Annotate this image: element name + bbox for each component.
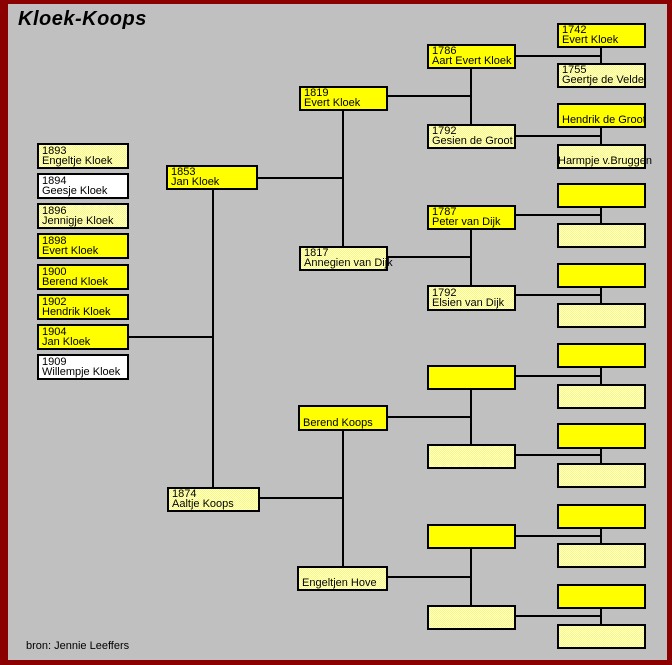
- person-box-berend-koops[interactable]: Berend Koops: [298, 405, 388, 431]
- person-box-geesje-kloek-1894[interactable]: 1894 Geesje Kloek: [37, 173, 129, 199]
- birth-year: 1792: [432, 287, 457, 299]
- birth-year: 1900: [42, 266, 67, 278]
- person-box-geertje-de-velde-1755[interactable]: 1755 Geertje de Velde: [557, 63, 646, 88]
- birth-year: 1817: [304, 247, 329, 259]
- connector-line: [258, 177, 344, 179]
- person-box-unknown[interactable]: [427, 524, 516, 549]
- person-box-unknown[interactable]: [557, 183, 646, 208]
- person-box-aart-evert-kloek-1786[interactable]: 1786 Aart Evert Kloek: [427, 44, 516, 69]
- person-box-jan-kloek-1904[interactable]: 1904 Jan Kloek: [37, 324, 129, 350]
- birth-year: 1894: [42, 175, 67, 187]
- person-name: Geertje de Velde: [562, 74, 644, 86]
- person-name: Hendrik de Groot: [562, 114, 646, 126]
- person-box-unknown[interactable]: [557, 423, 646, 449]
- person-name: Evert Kloek: [562, 34, 619, 46]
- person-name: Harmpje v.Bruggen: [558, 155, 652, 167]
- person-box-jennigje-kloek-1896[interactable]: 1896 Jennigje Kloek: [37, 203, 129, 229]
- birth-year: 1909: [42, 356, 67, 368]
- person-box-unknown[interactable]: [557, 263, 646, 288]
- person-name: Jennigje Kloek: [42, 215, 114, 227]
- connector-line: [388, 416, 472, 418]
- person-name: Willempje Kloek: [42, 366, 121, 378]
- connector-line: [129, 336, 213, 338]
- person-box-unknown[interactable]: [557, 543, 646, 568]
- person-name: Elsien van Dijk: [432, 297, 505, 309]
- person-name: Peter van Dijk: [432, 216, 501, 228]
- person-box-unknown[interactable]: [557, 624, 646, 649]
- person-box-berend-kloek-1900[interactable]: 1900 Berend Kloek: [37, 264, 129, 290]
- person-box-unknown[interactable]: [557, 343, 646, 368]
- connector-line: [516, 454, 602, 456]
- person-box-evert-kloek-1819[interactable]: 1819 Evert Kloek: [299, 86, 388, 111]
- person-box-gesien-de-groot-1792[interactable]: 1792 Gesien de Groot: [427, 124, 516, 149]
- person-name: Aart Evert Kloek: [432, 55, 512, 67]
- birth-year: 1787: [432, 206, 457, 218]
- person-box-unknown[interactable]: [557, 223, 646, 248]
- connector-line: [600, 449, 602, 463]
- person-box-jan-kloek-1853[interactable]: 1853 Jan Kloek: [166, 165, 258, 190]
- birth-year: 1792: [432, 125, 457, 137]
- person-box-unknown[interactable]: [557, 463, 646, 488]
- person-box-hendrik-kloek-1902[interactable]: 1902 Hendrik Kloek: [37, 294, 129, 320]
- birth-year: 1904: [42, 326, 67, 338]
- person-box-evert-kloek-1898[interactable]: 1898 Evert Kloek: [37, 233, 129, 259]
- person-box-unknown[interactable]: [427, 444, 516, 469]
- person-name: Evert Kloek: [304, 97, 361, 109]
- birth-year: 1786: [432, 45, 457, 57]
- connector-line: [388, 576, 472, 578]
- person-box-hendrik-de-groot[interactable]: Hendrik de Groot: [557, 103, 646, 128]
- birth-year: 1896: [42, 205, 67, 217]
- person-box-willempje-kloek-1909[interactable]: 1909 Willempje Kloek: [37, 354, 129, 380]
- connector-line: [259, 497, 344, 499]
- birth-year: 1853: [171, 166, 196, 178]
- person-box-evert-kloek-1742[interactable]: 1742 Evert Kloek: [557, 23, 646, 48]
- connector-line: [388, 256, 472, 258]
- connector-line: [516, 375, 602, 377]
- birth-year: 1742: [562, 24, 587, 36]
- person-box-unknown[interactable]: [557, 584, 646, 609]
- person-box-elsien-van-dijk-1792[interactable]: 1792 Elsien van Dijk: [427, 285, 516, 311]
- person-name: Berend Kloek: [42, 276, 109, 288]
- connector-line: [388, 95, 472, 97]
- person-box-peter-van-dijk-1787[interactable]: 1787 Peter van Dijk: [427, 205, 516, 230]
- person-box-engeltjen-hove[interactable]: Engeltjen Hove: [297, 566, 388, 591]
- birth-year: 1819: [304, 87, 329, 99]
- connector-line: [516, 294, 602, 296]
- person-box-harmpje-v-bruggen[interactable]: Harmpje v.Bruggen: [557, 144, 652, 169]
- person-name: Evert Kloek: [42, 245, 99, 257]
- birth-year: 1902: [42, 296, 67, 308]
- person-box-unknown[interactable]: [557, 303, 646, 328]
- person-box-unknown[interactable]: [557, 504, 646, 529]
- birth-year: 1893: [42, 145, 67, 157]
- person-name: Jan Kloek: [171, 176, 220, 188]
- connector-line: [516, 615, 602, 617]
- person-box-annegien-van-dijk-1817[interactable]: 1817 Annegien van Dijk: [299, 246, 393, 271]
- connector-line: [516, 535, 602, 537]
- birth-year: 1898: [42, 235, 67, 247]
- birth-year: 1874: [172, 488, 197, 500]
- person-name: Engeltje Kloek: [42, 155, 113, 167]
- connector-line: [212, 190, 214, 487]
- person-name: Gesien de Groot: [432, 135, 513, 147]
- person-name: Aaltje Koops: [172, 498, 234, 510]
- connector-line: [516, 55, 602, 57]
- source-note: bron: Jennie Leeffers: [26, 640, 130, 652]
- connector-line: [516, 135, 602, 137]
- person-box-engeltje-kloek-1893[interactable]: 1893 Engeltje Kloek: [37, 143, 129, 169]
- person-name: Geesje Kloek: [42, 185, 108, 197]
- person-box-aaltje-koops-1874[interactable]: 1874 Aaltje Koops: [167, 487, 260, 512]
- person-name: Jan Kloek: [42, 336, 91, 348]
- person-name: Berend Koops: [303, 417, 373, 429]
- person-box-unknown[interactable]: [557, 384, 646, 409]
- page-title: Kloek-Koops: [18, 8, 147, 30]
- person-box-unknown[interactable]: [427, 365, 516, 390]
- person-box-unknown[interactable]: [427, 605, 516, 630]
- connector-line: [516, 214, 602, 216]
- birth-year: 1755: [562, 64, 587, 76]
- person-name: Engeltjen Hove: [302, 577, 377, 589]
- person-name: Annegien van Dijk: [304, 257, 393, 269]
- person-name: Hendrik Kloek: [42, 306, 111, 318]
